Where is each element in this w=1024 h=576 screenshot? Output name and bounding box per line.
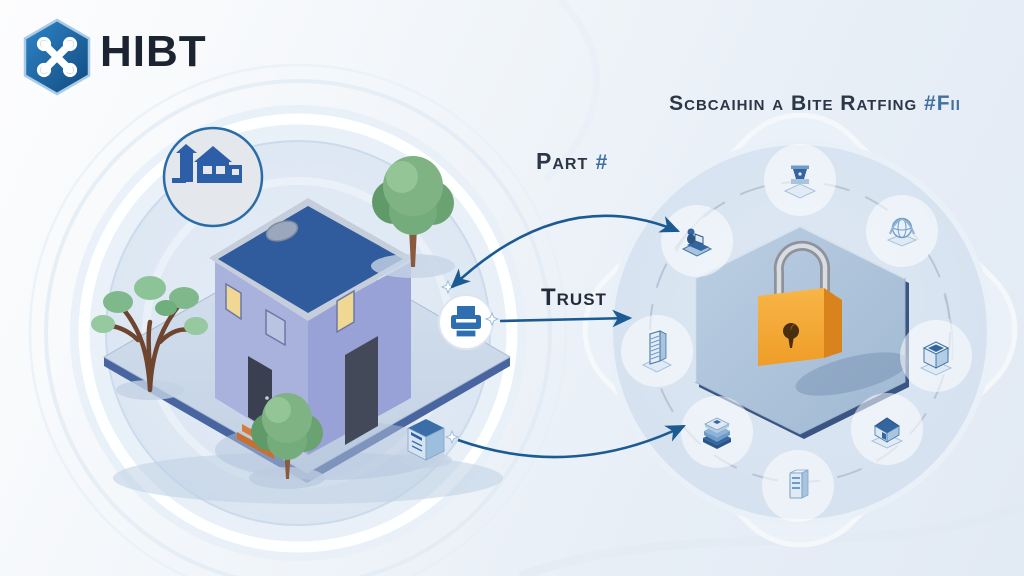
round-tree-bottom (249, 393, 325, 489)
trophy-icon (764, 144, 836, 216)
logo-text: HIBT (100, 27, 207, 76)
flat-roof-house (209, 198, 413, 459)
buildings-badge (162, 126, 264, 228)
window (265, 308, 286, 347)
roof-vent (265, 220, 299, 242)
padlock-icon (758, 240, 842, 366)
garage-door (345, 336, 378, 445)
printer-icon (451, 306, 481, 338)
lit-window (225, 282, 242, 321)
server-icon (762, 450, 834, 522)
deciduous-tree (91, 276, 208, 400)
padlock-shadow (795, 352, 909, 396)
home-property-scene (70, 105, 526, 561)
house-icon (851, 393, 923, 465)
person-desk-icon (661, 205, 733, 277)
ledger-box-icon (400, 419, 452, 468)
printer-badge (438, 294, 494, 350)
lit-window (336, 289, 355, 334)
part-arrow (450, 214, 681, 289)
books-stack-icon (681, 396, 753, 468)
part-arrow-label: Part # (536, 148, 609, 174)
buildings-cluster-icon (172, 144, 242, 183)
page-title-suffix: #Fii (924, 92, 961, 115)
trust-arrow (499, 309, 633, 328)
security-hexagon-scene (582, 112, 1018, 548)
open-box-icon (900, 320, 972, 392)
globe-icon (866, 195, 938, 267)
hash-symbol: # (595, 151, 609, 174)
trust-arrow-label: Trust (541, 284, 607, 311)
page-title-main: Scbcaihin a Bite Ratfing (669, 92, 925, 115)
skyscraper-icon (621, 315, 693, 387)
round-tree-top (371, 156, 455, 278)
page-title: Scbcaihin a Bite Ratfing #Fii (630, 92, 1000, 116)
connection-arrows (450, 214, 686, 459)
data-arrow (457, 424, 686, 459)
crossed-tools-hexagon-icon (23, 18, 91, 96)
sparkle-icons (440, 279, 500, 445)
